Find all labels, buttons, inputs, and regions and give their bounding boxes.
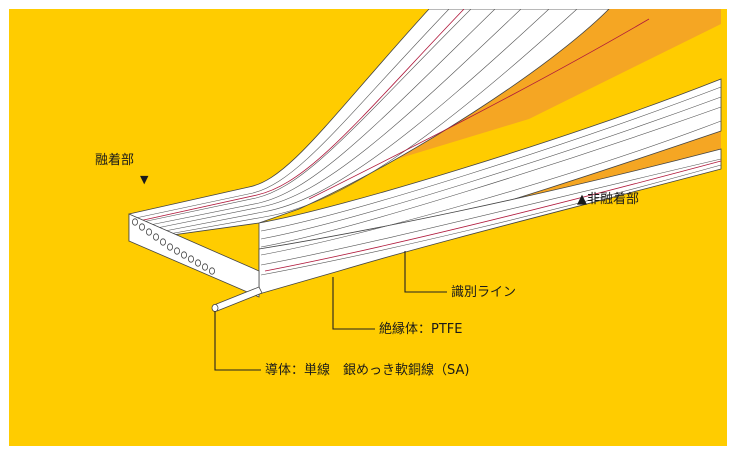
leader-conductor [214, 311, 261, 371]
leader-lines [214, 251, 447, 371]
insulation-label: 絶縁体：PTFE [379, 322, 463, 337]
flat-cable-illustration [9, 9, 727, 446]
diagram-frame: 融着部 ▼ ▲非融着部 識別ライン 絶縁体：PTFE 導体：単線 銀めっき軟銅線… [9, 9, 727, 446]
ribbon-seams-lower [260, 86, 722, 276]
gap-fill-upper [364, 9, 721, 169]
wire-end-icon [211, 286, 263, 312]
id-line-label: 識別ライン [451, 285, 517, 300]
leader-insulation [332, 277, 375, 330]
fused-end-face [128, 213, 260, 298]
down-triangle-icon: ▼ [140, 173, 149, 186]
conductor-label: 導体：単線 銀めっき軟銅線（SA) [265, 363, 470, 378]
non-fused-part-label: ▲非融着部 [577, 192, 639, 207]
leader-id-line [404, 251, 447, 293]
conductor-holes [132, 218, 215, 275]
identification-lines [138, 9, 722, 272]
ribbon-seams-upper [130, 9, 578, 240]
fused-part-label: 融着部 [95, 153, 135, 168]
